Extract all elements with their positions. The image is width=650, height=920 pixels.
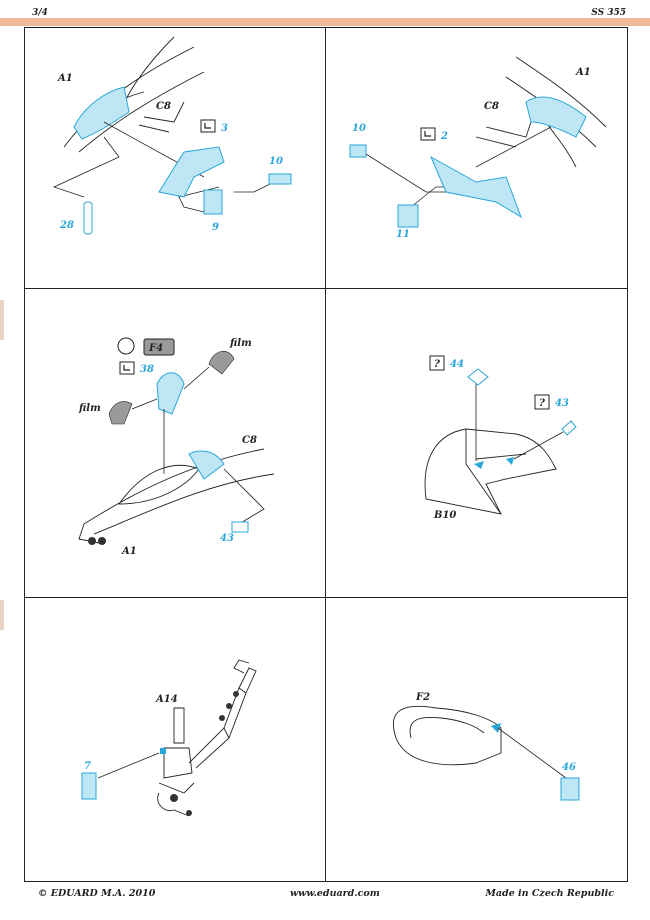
grid-divider-horizontal [24, 597, 628, 598]
film-part [208, 351, 235, 375]
label-10: 10 [269, 156, 283, 167]
pe-part-43 [231, 521, 249, 533]
part-f4-box [143, 338, 175, 356]
grid-divider-horizontal [24, 288, 628, 289]
copyright: © EDUARD M.A. 2010 [38, 888, 156, 899]
page-number: 3/4 [32, 8, 48, 18]
pe-target [506, 457, 514, 465]
binding-mark [0, 300, 4, 340]
pe-part-11 [397, 204, 419, 228]
pe-target [474, 461, 484, 469]
label-43: 43 [555, 398, 569, 409]
step-panel-6: F2 46 [392, 692, 580, 801]
label-c8: C8 [242, 435, 257, 446]
pe-part-3 [158, 146, 225, 198]
step-panel-4: ? 44 ? 43 B10 [424, 355, 577, 521]
step-panel-1: A1 C8 3 10 28 9 [52, 36, 292, 235]
pe-part-7 [81, 772, 97, 800]
label-7: 7 [84, 761, 91, 772]
remove-icon [117, 337, 135, 355]
origin-note: Made in Czech Republic [485, 888, 614, 899]
label-9: 9 [212, 222, 219, 233]
label-46: 46 [562, 762, 576, 773]
label-c8: C8 [484, 101, 499, 112]
label-10: 10 [352, 123, 366, 134]
label-f2: F2 [415, 692, 430, 703]
label-a14: A14 [155, 694, 178, 705]
pe-part-9 [203, 189, 223, 215]
pe-part-10 [268, 173, 292, 185]
step-panel-5: A14 7 [81, 659, 257, 817]
landing-gear [88, 537, 106, 545]
binding-mark [0, 600, 4, 630]
part-a14-outline [157, 659, 257, 817]
bend-icon [119, 361, 135, 375]
pe-part-38 [156, 372, 185, 415]
pe-part-43 [561, 420, 577, 436]
label-44: 44 [450, 359, 464, 370]
label-3: 3 [221, 123, 228, 134]
label-a1: A1 [57, 73, 73, 84]
label-f4: F4 [148, 343, 163, 354]
mechanical-details [170, 691, 239, 816]
step-panel-2: A1 C8 10 2 11 [349, 56, 607, 240]
panel-highlight [525, 96, 587, 138]
grid-divider-vertical [325, 27, 326, 882]
label-38: 38 [140, 364, 154, 375]
leader-line [97, 752, 160, 779]
question-icon [534, 394, 550, 410]
part-b10-outline [424, 428, 557, 515]
pe-part-44 [467, 368, 489, 386]
label-a1: A1 [121, 546, 137, 557]
set-code: SS 355 [591, 8, 626, 18]
header-accent-bar [0, 18, 650, 26]
label-film: film [229, 338, 252, 349]
panel-highlight [73, 86, 130, 140]
label-film: film [78, 403, 101, 414]
pe-part-28 [83, 201, 93, 235]
leader-lines [475, 384, 564, 461]
label-b10: B10 [433, 510, 456, 521]
label-11: 11 [396, 229, 410, 240]
label-q: ? [539, 398, 545, 409]
step-panel-3: film film F4 38 C8 A1 43 [78, 337, 275, 557]
film-part [108, 401, 133, 425]
question-icon [429, 355, 445, 371]
label-43: 43 [220, 533, 234, 544]
leader-line [497, 727, 567, 779]
label-28: 28 [59, 220, 74, 231]
label-c8: C8 [156, 101, 171, 112]
part-f2-outline [392, 705, 502, 766]
panel-highlight [188, 450, 225, 480]
bend-icon [200, 119, 216, 133]
instruction-grid [24, 27, 628, 882]
bend-icon [420, 127, 436, 141]
pe-part-46 [560, 777, 580, 801]
label-q: ? [434, 359, 440, 370]
label-a1: A1 [575, 67, 591, 78]
pe-target [491, 723, 501, 733]
website-link[interactable]: www.eduard.com [290, 888, 380, 899]
pe-part-2 [429, 155, 522, 219]
pe-part-10 [349, 144, 367, 158]
pe-target [160, 748, 166, 754]
leader-lines [131, 366, 265, 525]
label-2: 2 [440, 131, 448, 142]
